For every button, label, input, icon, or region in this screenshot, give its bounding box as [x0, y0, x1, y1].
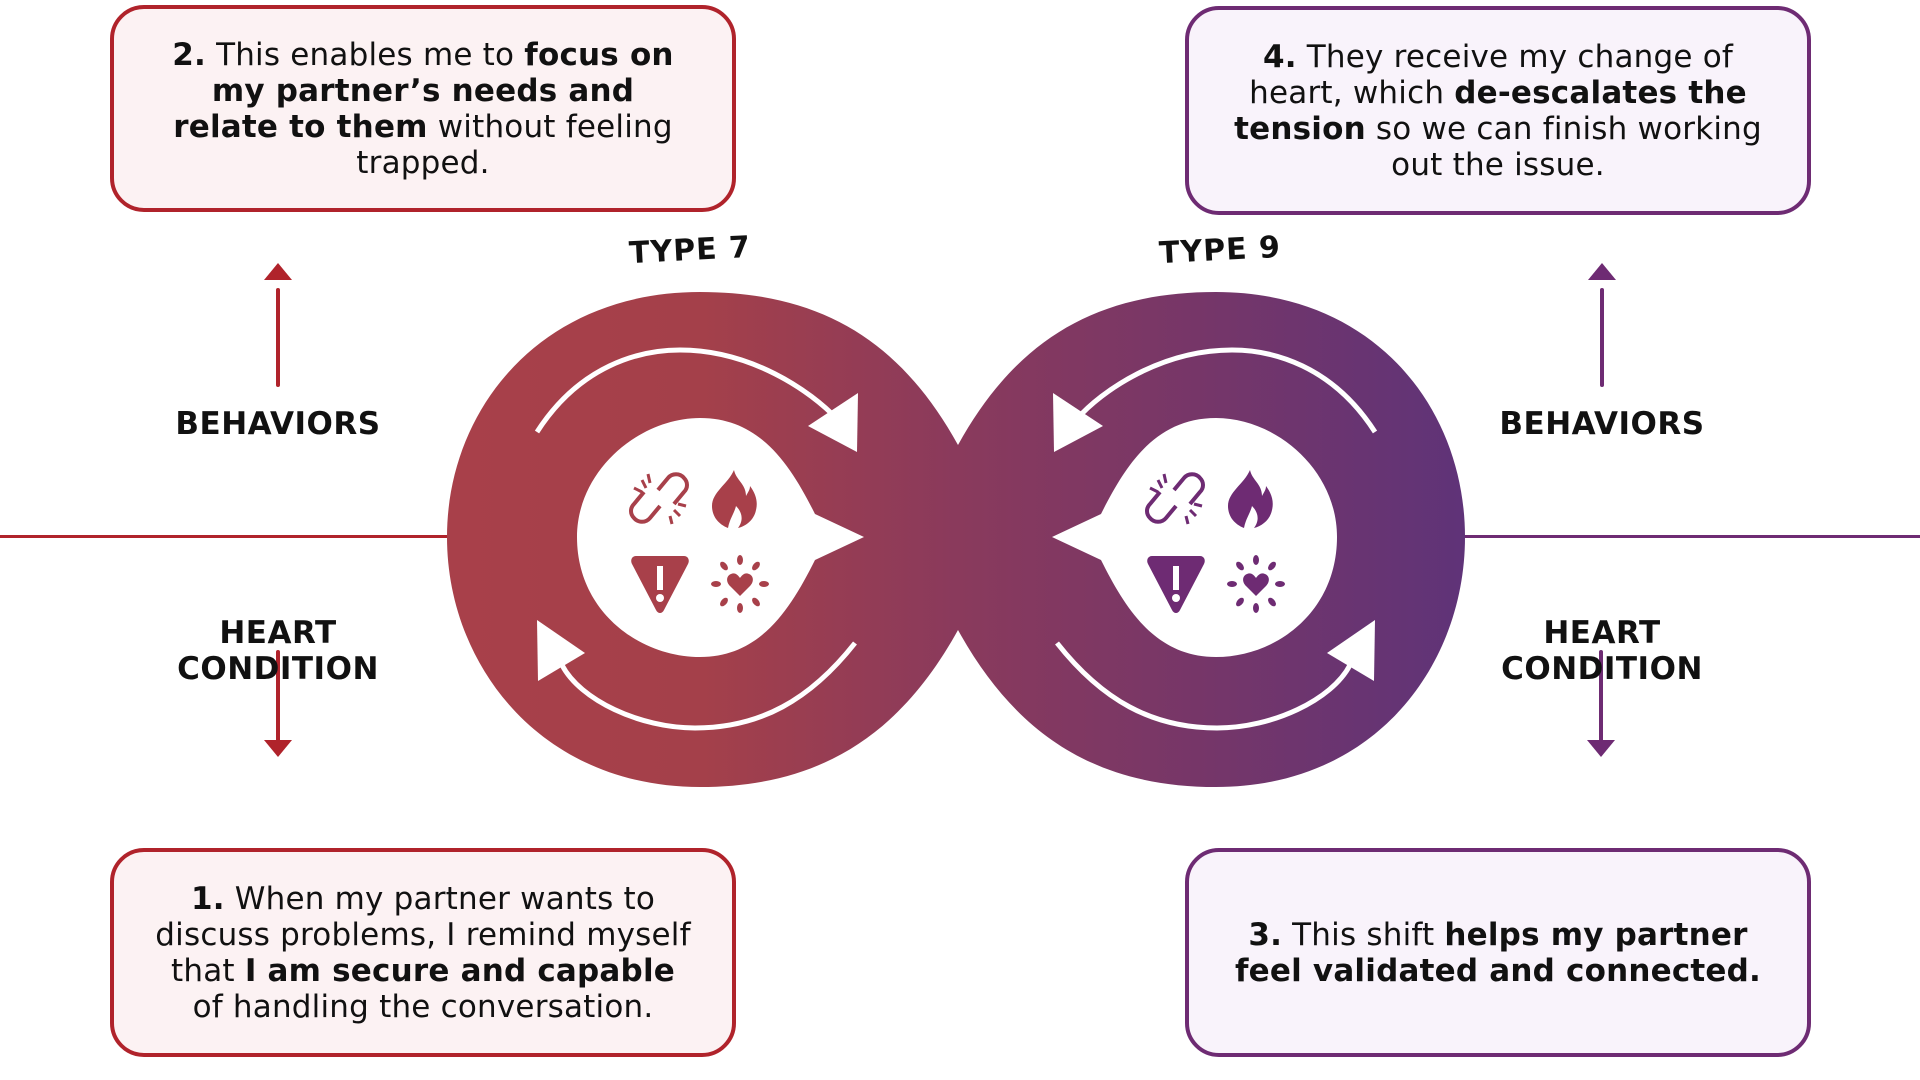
right-down-arrowhead [1587, 740, 1615, 757]
step-1-box: 1. When my partner wants to discuss prob… [110, 848, 736, 1057]
arrowhead-right-top [1053, 393, 1103, 452]
left-heart-line1: HEART [219, 615, 337, 651]
infinity-band [447, 292, 1465, 787]
warning-icon [1147, 556, 1205, 613]
right-divider-line [1462, 535, 1920, 538]
left-divider-line [0, 535, 450, 538]
arrowhead-left-top [808, 393, 858, 452]
step-emphasis: helps my partner feel validated and conn… [1234, 916, 1762, 989]
type-7-label: TYPE 7 [628, 229, 752, 272]
step-text: of handling the conversation. [192, 988, 654, 1025]
step-3-text: 3. This shift helps my partner feel vali… [1229, 917, 1767, 989]
left-behaviors-label: BEHAVIORS [175, 406, 381, 442]
type-9-label: TYPE 9 [1158, 229, 1282, 272]
right-behaviors-label: BEHAVIORS [1499, 406, 1705, 442]
left-heart-condition-label: HEART CONDITION [177, 615, 379, 687]
step-text: This shift [1282, 916, 1445, 953]
right-top-arc [1074, 347, 1378, 434]
flame-icon [1228, 470, 1273, 528]
flame-icon [712, 470, 757, 528]
step-3-box: 3. This shift helps my partner feel vali… [1185, 848, 1811, 1057]
arrowhead-left-bottom [537, 620, 585, 681]
broken-link-icon [1145, 472, 1205, 525]
right-heart-line2: CONDITION [1501, 651, 1703, 687]
step-emphasis: focus on my partner’s needs and relate t… [173, 36, 674, 145]
step-text: This enables me to [206, 36, 525, 73]
step-number: 3. [1248, 916, 1283, 953]
radiant-heart-icon [1227, 555, 1285, 613]
step-text: so we can finish working out the issue. [1365, 110, 1762, 183]
cycle-arrows [534, 347, 1378, 731]
step-number: 1. [190, 880, 225, 917]
step-text: When my partner wants to discuss problem… [155, 880, 691, 989]
left-down-arrowhead [264, 740, 292, 757]
step-2-text: 2. This enables me to focus on my partne… [154, 37, 692, 181]
right-arrows [1587, 263, 1616, 757]
radiant-heart-icon [711, 555, 769, 613]
step-emphasis: I am secure and capable [244, 952, 675, 989]
arrowhead-right-bottom [1327, 620, 1375, 681]
step-4-text: 4. They receive my change of heart, whic… [1229, 39, 1767, 183]
left-heart-line2: CONDITION [177, 651, 379, 687]
step-1-text: 1. When my partner wants to discuss prob… [154, 881, 692, 1025]
step-number: 2. [172, 36, 207, 73]
step-2-box: 2. This enables me to focus on my partne… [110, 5, 736, 212]
left-bottom-arc [559, 641, 857, 731]
step-text: They receive my change of heart, which [1249, 38, 1733, 111]
right-up-arrowhead [1588, 263, 1616, 280]
left-up-arrowhead [264, 263, 292, 280]
left-arrows [264, 263, 292, 757]
broken-link-icon [629, 472, 689, 525]
step-number: 4. [1262, 38, 1297, 75]
left-icon-group [629, 470, 769, 613]
right-heart-condition-label: HEART CONDITION [1501, 615, 1703, 687]
step-emphasis: de-escalates the tension [1234, 74, 1747, 147]
warning-icon [631, 556, 689, 613]
step-4-box: 4. They receive my change of heart, whic… [1185, 6, 1811, 215]
step-text: without feeling trapped. [356, 108, 673, 181]
right-heart-line1: HEART [1543, 615, 1661, 651]
right-bottom-arc [1055, 641, 1353, 731]
left-top-arc [534, 347, 840, 434]
cycle-arrowheads [537, 393, 1375, 681]
right-icon-group [1145, 470, 1285, 613]
